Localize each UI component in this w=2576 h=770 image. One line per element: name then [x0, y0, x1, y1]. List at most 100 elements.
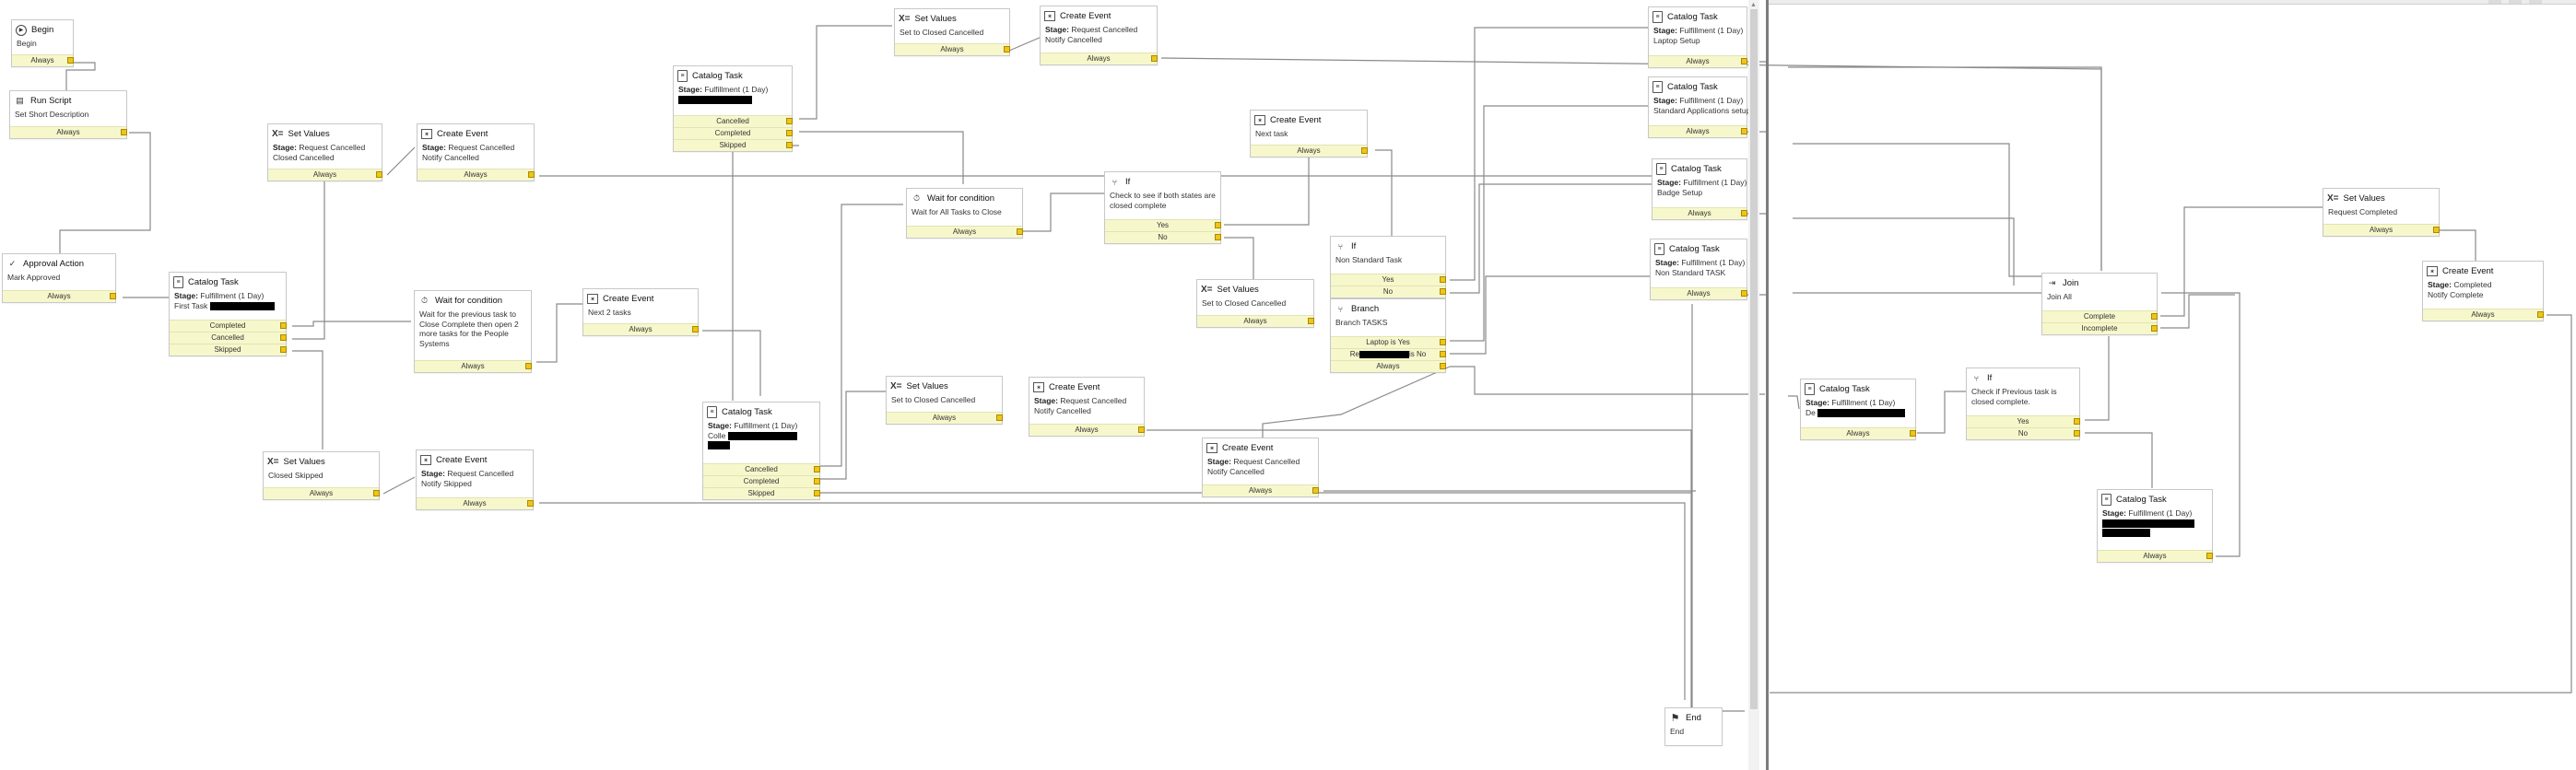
port-always[interactable]: Always — [264, 487, 380, 499]
port-always[interactable]: Always — [2423, 309, 2544, 321]
port-completed[interactable]: Completed — [170, 320, 287, 332]
catalog-task-standard-apps-node[interactable]: ≡Catalog Task Stage: Fulfillment (1 Day)… — [1648, 76, 1750, 138]
wire — [1450, 366, 1765, 395]
create-event-next-task-node[interactable]: ✶Create Event Next task Always — [1250, 110, 1368, 158]
port-always[interactable]: Always — [1801, 427, 1916, 439]
panel-control-icon[interactable] — [2488, 0, 2501, 4]
port-always[interactable]: Always — [3, 290, 116, 302]
catalog-task-non-standard-node[interactable]: ≡Catalog Task Stage: Fulfillment (1 Day)… — [1650, 239, 1747, 300]
port-always[interactable]: Always — [10, 126, 127, 138]
port-always[interactable]: Always — [1649, 125, 1747, 137]
create-event-notify-cancelled-node[interactable]: ✶Create Event Stage: Request Cancelled N… — [417, 123, 535, 181]
catalog-task-last-node[interactable]: ≡Catalog Task Stage: Fulfillment (1 Day)… — [2097, 489, 2213, 563]
port-always[interactable]: Always — [583, 323, 699, 335]
create-event-notify-complete-node[interactable]: ✶Create Event Stage: Completed Notify Co… — [2422, 261, 2544, 321]
port-always[interactable]: Always — [2098, 550, 2213, 562]
set-values-closed-cancelled-top-node[interactable]: X=Set Values Set to Closed Cancelled Alw… — [894, 8, 1010, 56]
port-incomplete[interactable]: Incomplete — [2042, 322, 2158, 334]
run-script-node[interactable]: ▤Run Script Set Short Description Always — [9, 90, 127, 139]
if-icon: ⑂ — [1973, 373, 1980, 383]
set-values-closed-skipped-node[interactable]: X=Set Values Closed Skipped Always — [263, 451, 380, 500]
panel-control-icon[interactable] — [2509, 0, 2522, 4]
port-always[interactable]: Always — [907, 226, 1023, 238]
approval-action-node[interactable]: ✓Approval Action Mark Approved Always — [2, 253, 116, 303]
port-completed[interactable]: Completed — [674, 127, 793, 139]
port-always[interactable]: Always — [1331, 360, 1446, 372]
panel-control-icon[interactable] — [2529, 0, 2542, 4]
set-values-request-completed-node[interactable]: X=Set Values Request Completed Always — [2323, 188, 2440, 237]
port-always[interactable]: Always — [1651, 287, 1747, 299]
port-yes[interactable]: Yes — [1331, 274, 1446, 286]
port-always[interactable]: Always — [1041, 52, 1158, 64]
if-both-closed-node[interactable]: ⑂If Check to see if both states are clos… — [1104, 171, 1221, 244]
port-completed[interactable]: Completed — [703, 475, 820, 487]
port-always[interactable]: Always — [1203, 484, 1319, 496]
set-values-icon: X= — [2327, 193, 2339, 204]
begin-node[interactable]: ▶Begin Begin Always — [11, 19, 74, 67]
scrollbar-thumb[interactable] — [1750, 9, 1758, 709]
wire — [799, 131, 964, 184]
port-skipped[interactable]: Skipped — [674, 139, 793, 151]
port-complete[interactable]: Complete — [2042, 310, 2158, 322]
port-always[interactable]: Always — [1251, 145, 1368, 157]
port-always[interactable]: Always — [2323, 224, 2440, 236]
port-always[interactable]: Always — [417, 497, 534, 509]
wait-for-all-tasks-node[interactable]: ⏱Wait for condition Wait for All Tasks t… — [906, 188, 1023, 239]
node-desc: Notify Skipped — [421, 478, 472, 488]
catalog-task-de-node[interactable]: ≡Catalog Task Stage: Fulfillment (1 Day)… — [1800, 379, 1916, 440]
port-cancelled[interactable]: Cancelled — [170, 332, 287, 344]
port-always[interactable]: Always — [1029, 424, 1145, 436]
catalog-task-first-node[interactable]: ≡Catalog Task Stage: Fulfillment (1 Day)… — [169, 272, 287, 356]
port-laptop-yes[interactable]: Laptop is Yes — [1331, 336, 1446, 348]
wire — [1008, 36, 1042, 52]
create-event-notify-cancelled-low-node[interactable]: ✶Create Event Stage: Request Cancelled N… — [1029, 377, 1145, 437]
port-always[interactable]: Always — [887, 412, 1003, 424]
create-event-next-2-tasks-node[interactable]: ✶Create Event Next 2 tasks Always — [582, 288, 699, 336]
wire — [1450, 183, 1652, 294]
port-cancelled[interactable]: Cancelled — [703, 463, 820, 475]
create-event-notify-skipped-node[interactable]: ✶Create Event Stage: Request Cancelled N… — [416, 449, 534, 510]
port-no[interactable]: No — [1331, 286, 1446, 298]
wait-for-previous-task-node[interactable]: ⏱Wait for condition Wait for the previou… — [414, 290, 532, 373]
wire — [1691, 304, 1745, 712]
port-always[interactable]: Always — [895, 43, 1010, 55]
port-no[interactable]: No — [1967, 427, 2080, 439]
port-always[interactable]: Always — [268, 169, 382, 181]
port-always[interactable]: Always — [418, 169, 535, 181]
port-always[interactable]: Always — [12, 54, 74, 66]
set-values-request-cancelled-node[interactable]: X=Set Values Stage: Request Cancelled Cl… — [267, 123, 382, 181]
pane-divider[interactable] — [1766, 0, 1769, 770]
create-event-icon: ✶ — [420, 455, 431, 465]
catalog-task-top-node[interactable]: ≡Catalog Task Stage: Fulfillment (1 Day)… — [673, 65, 793, 152]
set-values-closed-cancelled-low-node[interactable]: X=Set Values Set to Closed Cancelled Alw… — [886, 376, 1003, 425]
port-always[interactable]: Always — [1653, 207, 1747, 219]
stage-value: Request Cancelled — [1233, 457, 1300, 466]
catalog-task-badge-setup-node[interactable]: ≡Catalog Task Stage: Fulfillment (1 Day)… — [1652, 158, 1747, 220]
node-title: Create Event — [436, 455, 488, 465]
node-title: Catalog Task — [722, 407, 772, 417]
set-values-closed-cancelled-mid-node[interactable]: X=Set Values Set to Closed Cancelled Alw… — [1196, 279, 1314, 328]
port-always[interactable]: Always — [415, 360, 532, 372]
catalog-task-laptop-setup-node[interactable]: ≡Catalog Task Stage: Fulfillment (1 Day)… — [1648, 6, 1747, 68]
join-all-node[interactable]: ⇥Join Join All Complete Incomplete — [2041, 273, 2158, 335]
create-event-notify-cancelled-top-node[interactable]: ✶Create Event Stage: Request Cancelled N… — [1040, 6, 1158, 65]
if-non-standard-task-node[interactable]: ⑂If Non Standard Task Yes No — [1330, 236, 1446, 298]
create-event-notify-cancelled-low2-node[interactable]: ✶Create Event Stage: Request Cancelled N… — [1202, 438, 1319, 497]
end-node[interactable]: ⚑End End — [1664, 707, 1723, 746]
port-no[interactable]: No — [1105, 231, 1221, 243]
node-title: Set Values — [288, 129, 330, 139]
node-desc: Begin — [17, 39, 37, 48]
port-cancelled[interactable]: Cancelled — [674, 115, 793, 127]
scroll-up-arrow-icon[interactable]: ▲ — [1750, 2, 1757, 8]
port-yes[interactable]: Yes — [1967, 415, 2080, 427]
port-always[interactable]: Always — [1197, 315, 1314, 327]
if-previous-task-node[interactable]: ⑂If Check if Previous task is closed com… — [1966, 368, 2080, 440]
port-skipped[interactable]: Skipped — [703, 487, 820, 499]
port-yes[interactable]: Yes — [1105, 219, 1221, 231]
port-always[interactable]: Always — [1649, 55, 1747, 67]
port-skipped[interactable]: Skipped — [170, 344, 287, 356]
catalog-task-colle-node[interactable]: ≡Catalog Task Stage: Fulfillment (1 Day)… — [702, 402, 820, 500]
